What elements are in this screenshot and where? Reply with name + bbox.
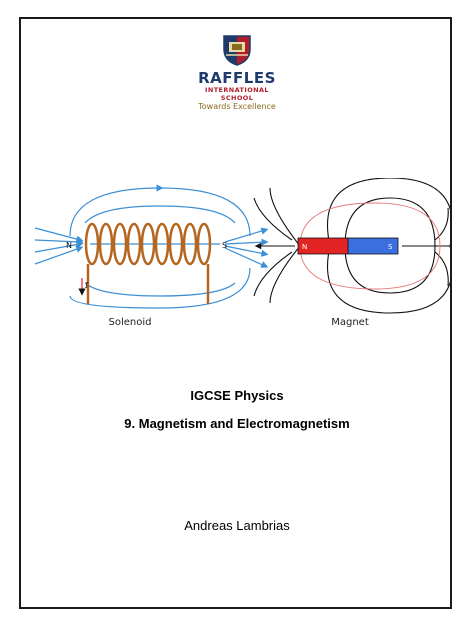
school-subtitle: INTERNATIONAL SCHOOL bbox=[0, 86, 474, 102]
solenoid-coil bbox=[84, 222, 212, 304]
magnetic-field-diagram: N S I N S bbox=[34, 178, 450, 314]
magnet-field-lines bbox=[253, 178, 450, 314]
magnet-red-field-loops bbox=[299, 202, 441, 290]
current-label: I bbox=[84, 281, 89, 290]
solenoid-south-label: S bbox=[222, 241, 227, 250]
subject-title: IGCSE Physics bbox=[190, 388, 284, 403]
solenoid-north-label: N bbox=[66, 241, 72, 250]
magnet-south-pole bbox=[347, 237, 399, 255]
solenoid-caption: Solenoid bbox=[108, 317, 152, 328]
author-name: Andreas Lambrias bbox=[184, 518, 290, 533]
magnet-north-label: N bbox=[302, 243, 307, 251]
school-subtitle-line1: INTERNATIONAL bbox=[205, 86, 269, 94]
school-crest-icon bbox=[223, 35, 251, 66]
chapter-title: 9. Magnetism and Electromagnetism bbox=[124, 416, 350, 431]
magnet-south-label: S bbox=[388, 243, 393, 251]
school-name: RAFFLES bbox=[198, 69, 276, 87]
school-tagline: Towards Excellence bbox=[198, 102, 276, 111]
magnet-caption: Magnet bbox=[331, 317, 369, 328]
school-subtitle-line2: SCHOOL bbox=[220, 94, 254, 102]
page-border bbox=[19, 17, 452, 609]
